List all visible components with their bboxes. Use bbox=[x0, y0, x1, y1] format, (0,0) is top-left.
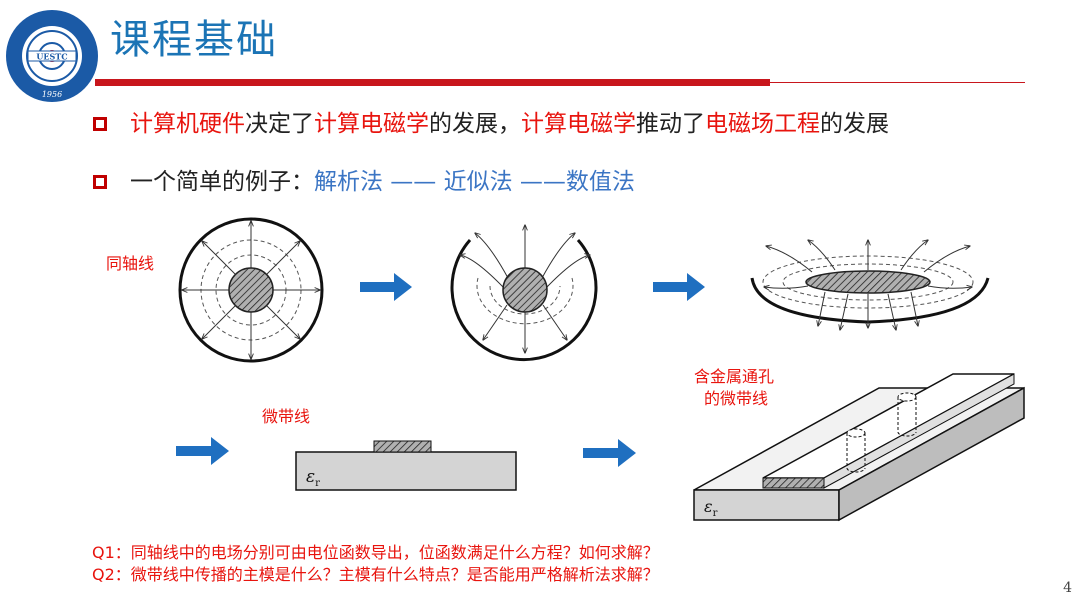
via-microstrip-label-line2: 的微带线 bbox=[704, 389, 769, 408]
title-underline-thin bbox=[770, 82, 1025, 83]
microstrip-epsilon: εr bbox=[306, 467, 320, 489]
arrow-icon bbox=[583, 439, 636, 467]
bullet-1-part: 计算电磁学 bbox=[521, 111, 636, 137]
bullet-square bbox=[93, 175, 107, 189]
arrow-icon bbox=[360, 273, 412, 301]
bullet-2-part: 一个简单的例子： bbox=[130, 169, 314, 195]
half-coax-diagram bbox=[450, 225, 598, 362]
bullet-1-part: 计算机硬件 bbox=[130, 111, 245, 137]
coax-diagram bbox=[178, 217, 324, 363]
via-epsilon: εr bbox=[704, 497, 718, 519]
bullet-1-part: 计算电磁学 bbox=[314, 111, 429, 137]
bullet-1-part: 决定了 bbox=[245, 111, 314, 137]
coax-label: 同轴线 bbox=[106, 254, 155, 273]
bullet-text-2: 一个简单的例子：解析法 —— 近似法 ——数值法 bbox=[130, 166, 635, 198]
question-1: Q1：同轴线中的电场分别可由电位函数导出，位函数满足什么方程？如何求解？ bbox=[92, 543, 659, 562]
bullet-1-part: 的发展， bbox=[429, 111, 521, 137]
bullet-square bbox=[93, 117, 107, 131]
arrow-icon bbox=[176, 437, 229, 465]
bullet-1-part: 推动了 bbox=[636, 111, 705, 137]
microstrip-label: 微带线 bbox=[262, 407, 311, 426]
arrow-icon bbox=[653, 273, 705, 301]
page-number: 4 bbox=[1063, 580, 1072, 596]
flattened-coax-diagram bbox=[750, 240, 990, 330]
via-microstrip-label-line1: 含金属通孔 bbox=[694, 367, 775, 386]
bullet-text-1: 计算机硬件决定了计算电磁学的发展，计算电磁学推动了电磁场工程的发展 bbox=[130, 108, 889, 140]
logo-year: 1956 bbox=[42, 90, 62, 99]
question-2: Q2：微带线中传播的主模是什么？主模有什么特点？是否能用严格解析法求解？ bbox=[92, 565, 659, 584]
logo-abbr: UESTC bbox=[36, 52, 67, 62]
microstrip-diagram: εr bbox=[295, 440, 517, 491]
bullet-1-part: 电磁场工程 bbox=[705, 111, 820, 137]
via-microstrip-diagram: εr bbox=[693, 373, 1025, 522]
bullet-2-part: 解析法 —— 近似法 ——数值法 bbox=[314, 169, 635, 195]
page-title: 课程基础 bbox=[110, 17, 278, 63]
title-underline bbox=[95, 79, 770, 86]
university-logo: UESTC 1956 bbox=[4, 8, 100, 104]
diagram: εr εr bbox=[176, 217, 1025, 522]
bullet-1-part: 的发展 bbox=[820, 111, 889, 137]
